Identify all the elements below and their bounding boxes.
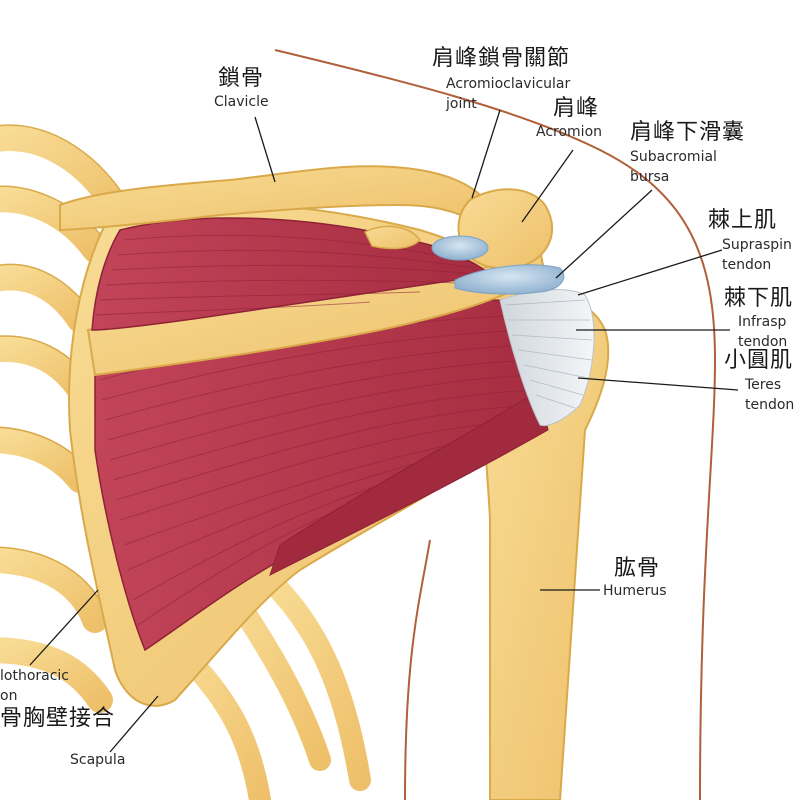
subacromial-bursa-label-zh: 肩峰下滑囊 <box>630 120 746 145</box>
teres-minor-label-en-1: Teres <box>745 377 782 393</box>
acromion-label-en: Acromion <box>536 124 603 140</box>
ac-joint-label-en-1: Acromioclavicular <box>446 76 571 92</box>
skin-outline <box>274 49 717 800</box>
clavicle-label-zh: 鎖骨 <box>218 66 265 91</box>
bursa-upper <box>431 235 489 261</box>
leader-lines <box>29 109 739 753</box>
scapulothoracic-label-en-2: on <box>0 688 18 704</box>
teres-minor-label-zh: 小圓肌 <box>724 348 794 373</box>
acromion-label-zh: 肩峰 <box>553 96 600 121</box>
infraspinatus-fibers <box>99 314 539 626</box>
subacromial-bursa <box>454 264 565 295</box>
scapula-label-en: Scapula <box>70 752 126 768</box>
subacromial-bursa-label-en-2: bursa <box>630 169 670 185</box>
teres-minor-muscle <box>269 389 549 576</box>
infraspinatus-label-en-2: tendon <box>738 334 788 350</box>
supraspinatus-label-zh: 棘上肌 <box>708 208 778 233</box>
supraspinatus-fibers <box>95 234 479 316</box>
arm-inner-outline <box>404 539 431 800</box>
subacromial-bursa-label-en-1: Subacromial <box>630 149 717 165</box>
scapulothoracic-label-en-1: lothoracic <box>0 668 70 684</box>
infraspinatus-label-zh: 棘下肌 <box>724 286 794 311</box>
ac-joint-label-zh: 肩峰鎖骨關節 <box>432 46 571 71</box>
humerus-label-en: Humerus <box>603 583 667 599</box>
clavicle-label-en: Clavicle <box>214 94 269 110</box>
infraspinatus-label-en-1: Infrasp <box>738 314 787 330</box>
humerus-label-zh: 肱骨 <box>614 556 661 581</box>
supraspinatus-label-en-1: Supraspin <box>722 237 792 253</box>
ac-joint-label-en-2: joint <box>446 96 477 112</box>
coracoid-process <box>363 225 421 250</box>
supraspinatus-label-en-2: tendon <box>722 257 772 273</box>
scapulothoracic-label-zh: 骨胸壁接合 <box>0 706 116 731</box>
tendon-fibers <box>504 299 593 409</box>
teres-minor-label-en-2: tendon <box>745 397 795 413</box>
